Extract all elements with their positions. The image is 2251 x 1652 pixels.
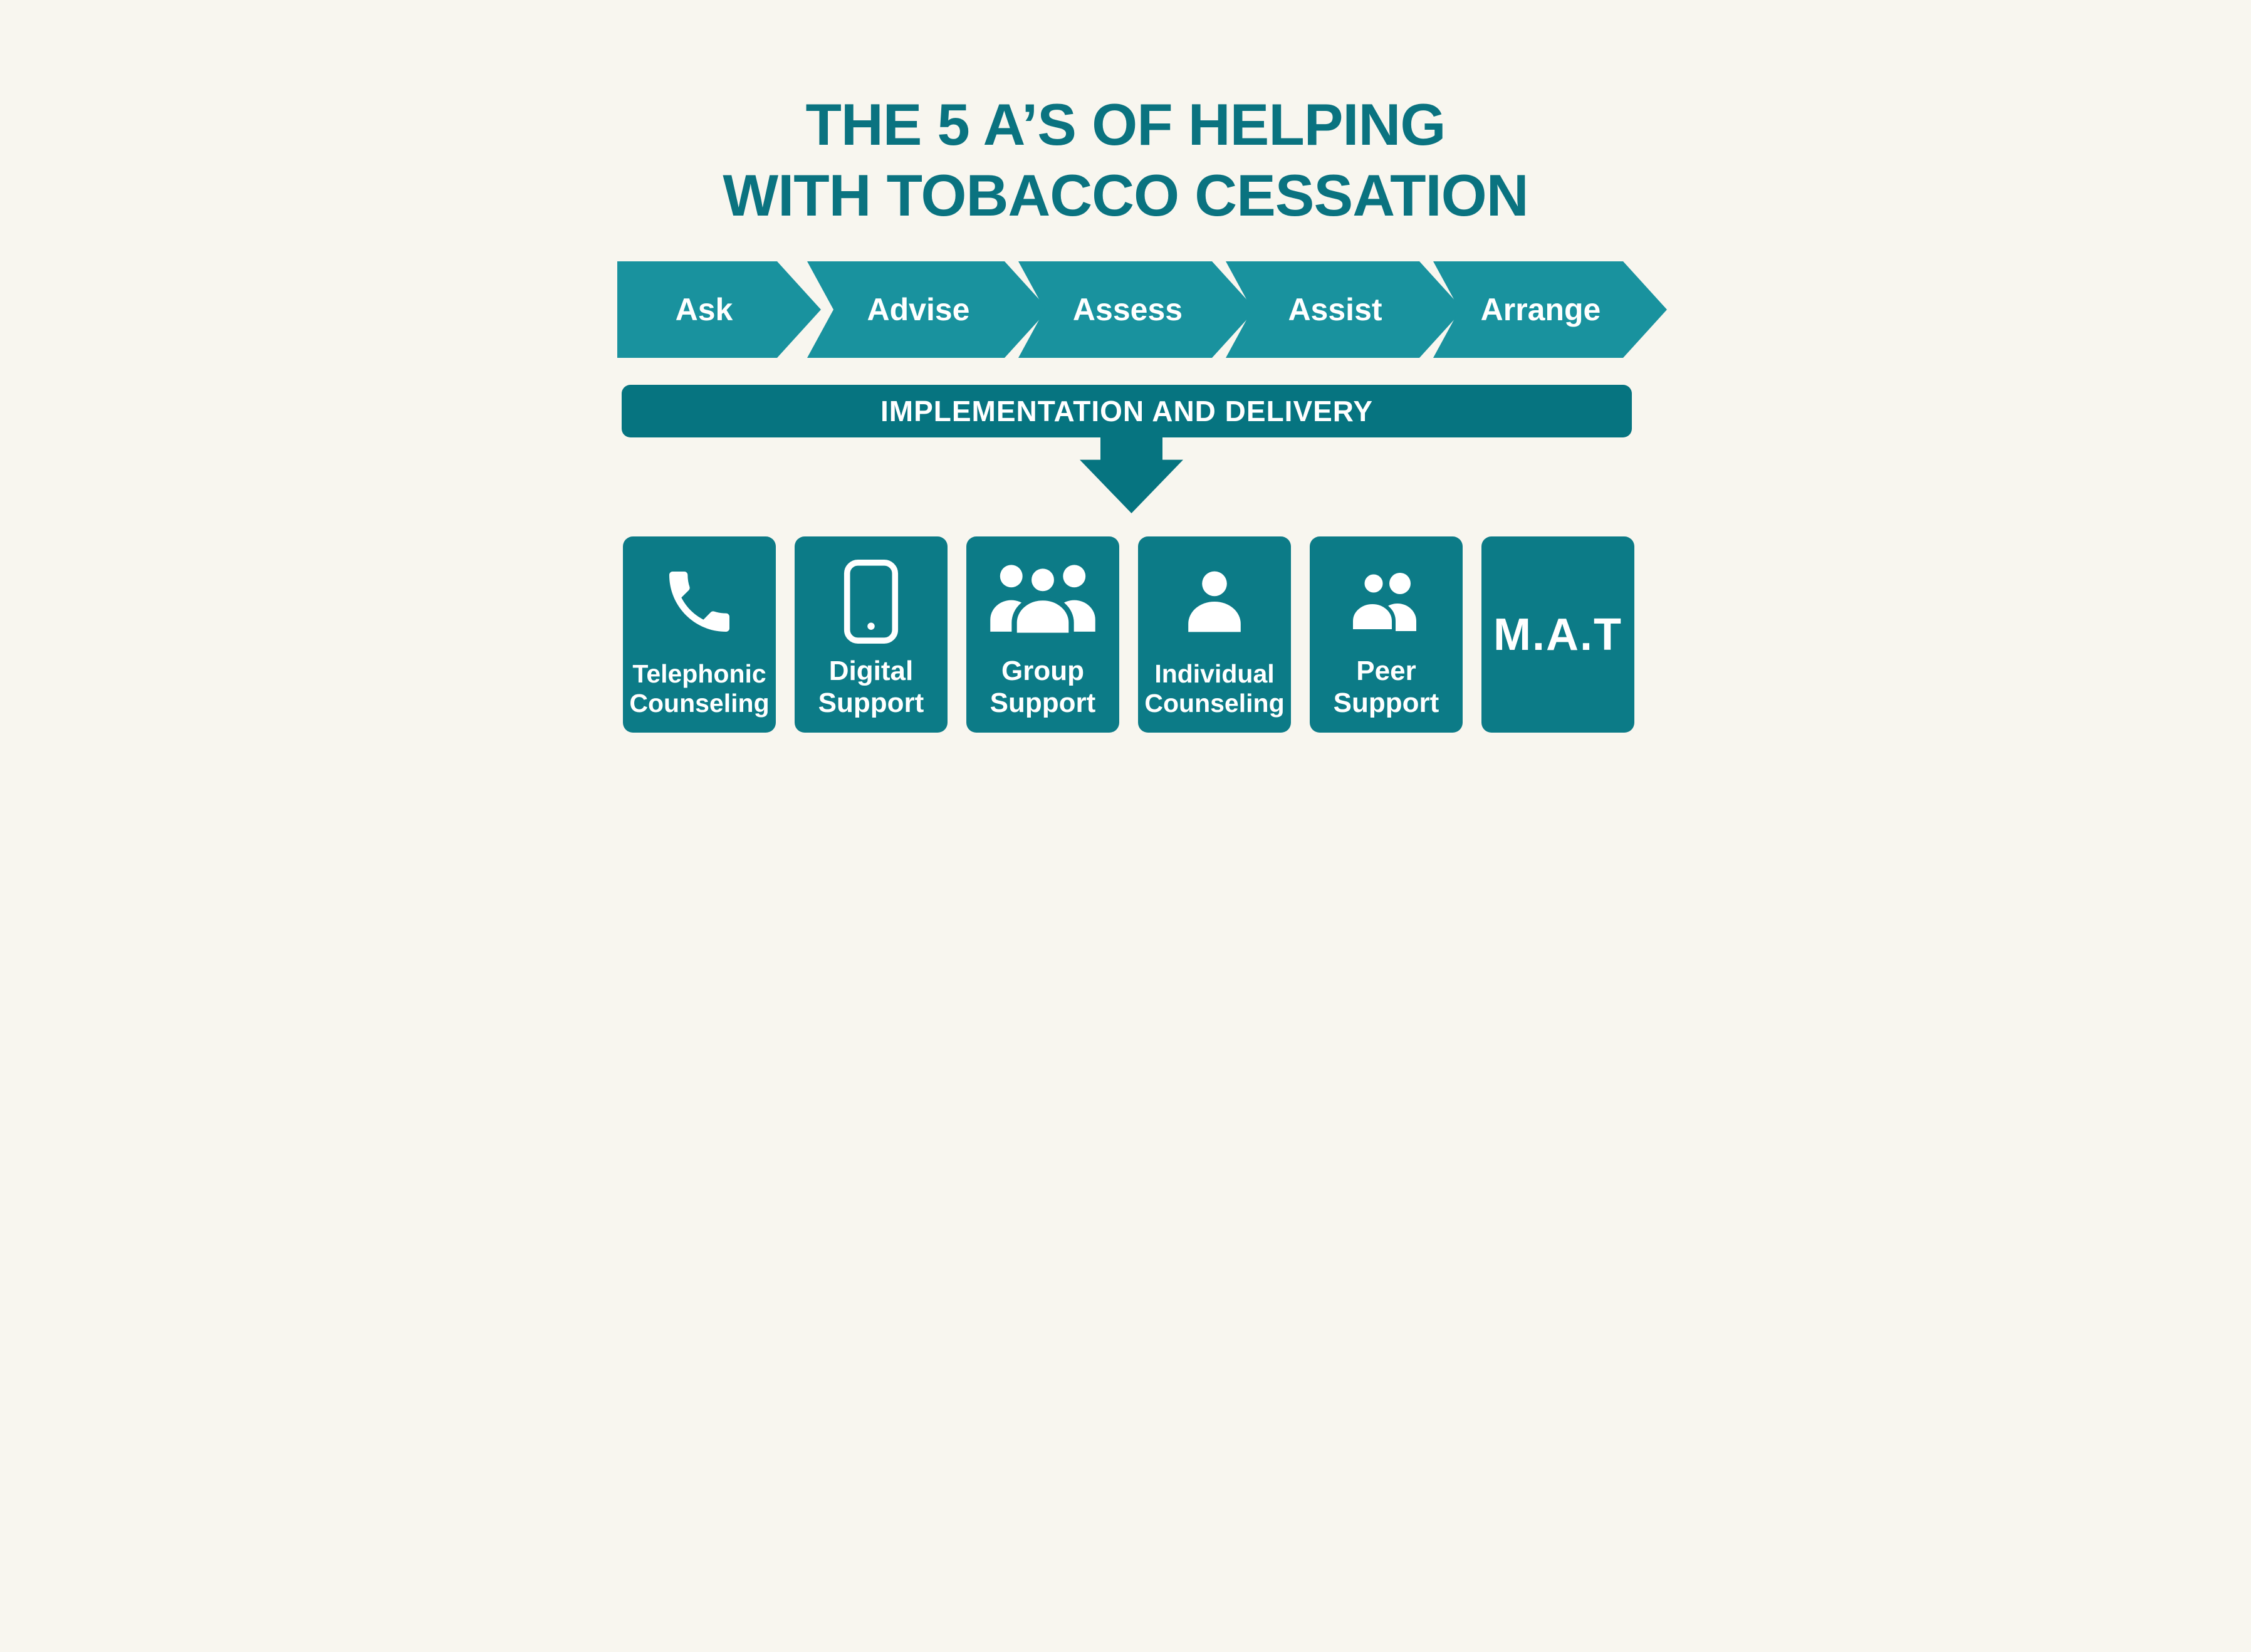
card-peer-support: Peer Support xyxy=(1310,536,1463,733)
card-label: Peer Support xyxy=(1333,655,1439,718)
page-title: THE 5 A’S OF HELPING WITH TOBACCO CESSAT… xyxy=(563,89,1688,231)
five-as-process-row: Ask Advise Assess Assist Arrange xyxy=(617,261,1658,358)
step-label: Ask xyxy=(675,292,733,327)
step-label: Advise xyxy=(867,292,970,327)
page-title-line2: WITH TOBACCO CESSATION xyxy=(723,162,1528,228)
card-telephonic-counseling: Telephonic Counseling xyxy=(623,536,776,733)
card-mat: M.A.T xyxy=(1481,536,1634,733)
step-label: Arrange xyxy=(1480,292,1601,327)
card-label: Group Support xyxy=(990,655,1096,718)
smartphone-icon xyxy=(795,552,948,652)
card-label: Individual Counseling xyxy=(1144,659,1285,718)
down-arrow-icon xyxy=(1080,437,1183,513)
card-individual-counseling: Individual Counseling xyxy=(1138,536,1291,733)
step-arrow-arrange: Arrange xyxy=(1433,261,1667,358)
implementation-banner: IMPLEMENTATION AND DELIVERY xyxy=(622,385,1632,437)
step-arrow-assess: Assess xyxy=(1018,261,1256,358)
card-group-support: Group Support xyxy=(966,536,1119,733)
group-icon xyxy=(966,552,1119,652)
infographic-page: THE 5 A’S OF HELPING WITH TOBACCO CESSAT… xyxy=(563,0,1688,826)
card-label: Digital Support xyxy=(818,655,924,718)
step-arrow-advise: Advise xyxy=(807,261,1048,358)
page-title-line1: THE 5 A’S OF HELPING xyxy=(805,91,1446,157)
person-icon xyxy=(1138,552,1291,652)
step-arrow-ask: Ask xyxy=(617,261,821,358)
step-label: Assist xyxy=(1288,292,1382,327)
step-arrow-assist: Assist xyxy=(1226,261,1463,358)
peers-icon xyxy=(1310,552,1463,652)
card-digital-support: Digital Support xyxy=(795,536,948,733)
delivery-methods-row: Telephonic Counseling Digital Support xyxy=(623,536,1634,733)
card-label: Telephonic Counseling xyxy=(629,659,770,718)
mat-label: M.A.T xyxy=(1493,609,1622,660)
step-label: Assess xyxy=(1072,292,1183,327)
phone-icon xyxy=(623,552,776,652)
implementation-banner-label: IMPLEMENTATION AND DELIVERY xyxy=(880,395,1373,427)
